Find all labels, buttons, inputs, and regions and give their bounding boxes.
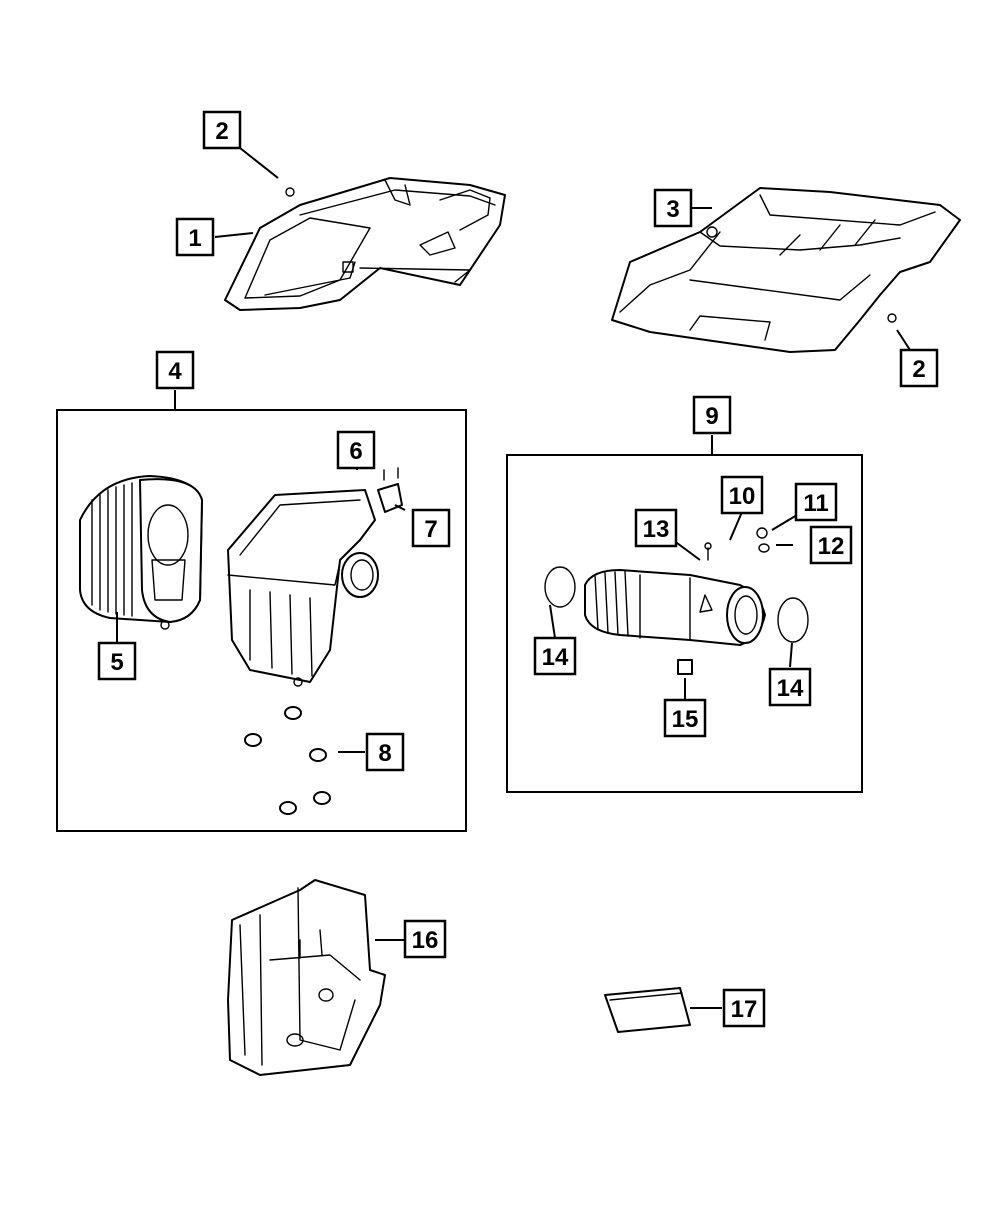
callout-10: 10 [720, 475, 764, 515]
part-sensor [377, 467, 403, 513]
callout-13: 13 [634, 508, 678, 548]
callout-1: 1 [175, 217, 215, 257]
svg-text:6: 6 [349, 438, 362, 465]
callout-7: 7 [411, 508, 451, 548]
fastener-2a [285, 187, 295, 197]
svg-text:9: 9 [705, 403, 718, 430]
callout-9: 9 [692, 395, 732, 435]
svg-text:4: 4 [168, 358, 182, 385]
callout-17: 17 [722, 988, 766, 1028]
svg-text:2: 2 [215, 118, 228, 145]
callout-15: 15 [663, 698, 707, 738]
callout-3: 3 [653, 188, 693, 228]
group-frame-9 [506, 454, 863, 793]
callout-14b: 14 [768, 667, 812, 707]
callout-14a: 14 [533, 636, 577, 676]
part-bracket [227, 879, 386, 1076]
svg-text:8: 8 [378, 740, 391, 767]
svg-text:7: 7 [424, 516, 437, 543]
part-clamp-right [777, 597, 809, 643]
fastener-2b [887, 313, 897, 323]
part-fitting-15 [677, 659, 693, 675]
callout-4: 4 [155, 350, 195, 390]
callout-5: 5 [97, 641, 137, 681]
part-air-filter [79, 475, 203, 630]
part-air-box-housing [227, 489, 379, 687]
svg-text:15: 15 [672, 706, 699, 733]
part-clamp-left [544, 566, 576, 608]
callout-11: 11 [794, 482, 838, 522]
group-frame-4 [56, 409, 467, 832]
part-label-sheet [604, 987, 691, 1033]
svg-text:14: 14 [777, 675, 804, 702]
callout-12: 12 [809, 525, 853, 565]
svg-text:1: 1 [188, 225, 201, 252]
svg-text:12: 12 [818, 533, 845, 560]
svg-text:5: 5 [110, 649, 123, 676]
part-intake-duct [584, 569, 766, 646]
svg-text:17: 17 [731, 996, 758, 1023]
callout-2a: 2 [202, 110, 242, 150]
callout-8: 8 [365, 732, 405, 772]
callout-6: 6 [336, 430, 376, 470]
svg-text:13: 13 [643, 516, 670, 543]
callout-16: 16 [403, 919, 447, 959]
svg-text:2: 2 [912, 356, 925, 383]
part-lower-tray [611, 187, 961, 353]
part-upper-shield [224, 177, 506, 311]
svg-text:3: 3 [666, 196, 679, 223]
svg-text:10: 10 [729, 483, 756, 510]
callout-2b: 2 [899, 348, 939, 388]
leader-lines [116, 147, 911, 1009]
svg-text:16: 16 [412, 927, 439, 954]
part-grommets [244, 706, 331, 815]
part-fasteners-10-13 [704, 527, 770, 561]
svg-text:11: 11 [803, 490, 828, 517]
svg-text:14: 14 [542, 644, 569, 671]
